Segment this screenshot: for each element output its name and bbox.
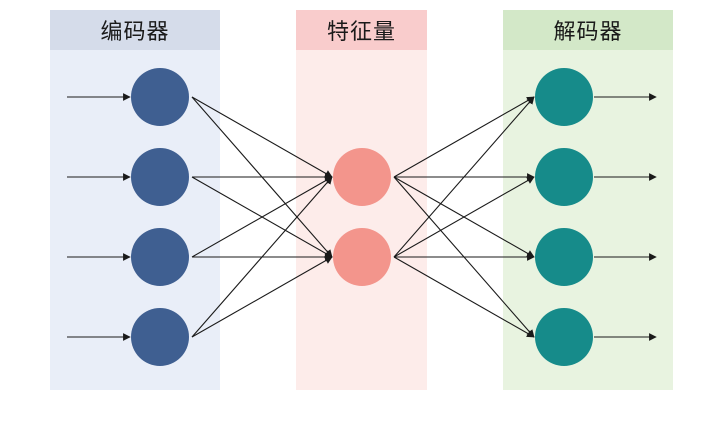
feature-to-decoder-edge <box>393 96 535 178</box>
encoder-to-feature-edge <box>191 176 333 258</box>
feature-node <box>333 228 391 286</box>
feature-to-decoder-edge <box>393 176 535 258</box>
decoder-node <box>535 228 593 286</box>
features-panel: 特征量 <box>296 10 427 390</box>
decoder-title: 解码器 <box>503 10 673 50</box>
feature-to-decoder-edge <box>393 256 535 338</box>
features-title: 特征量 <box>296 10 427 50</box>
decoder-node <box>535 148 593 206</box>
encoder-to-feature-edge <box>191 176 333 338</box>
decoder-node <box>535 68 593 126</box>
edges-layer <box>67 93 657 341</box>
encoder-node <box>131 68 189 126</box>
nodes-layer <box>131 68 593 366</box>
encoder-node <box>131 148 189 206</box>
encoder-to-feature-edge <box>191 256 333 338</box>
encoder-to-feature-edge <box>191 96 333 178</box>
feature-to-decoder-edge <box>393 96 535 258</box>
feature-node <box>333 148 391 206</box>
features-panel-body <box>296 50 427 390</box>
encoder-title: 编码器 <box>50 10 220 50</box>
encoder-node <box>131 308 189 366</box>
encoder-node <box>131 228 189 286</box>
decoder-node <box>535 308 593 366</box>
